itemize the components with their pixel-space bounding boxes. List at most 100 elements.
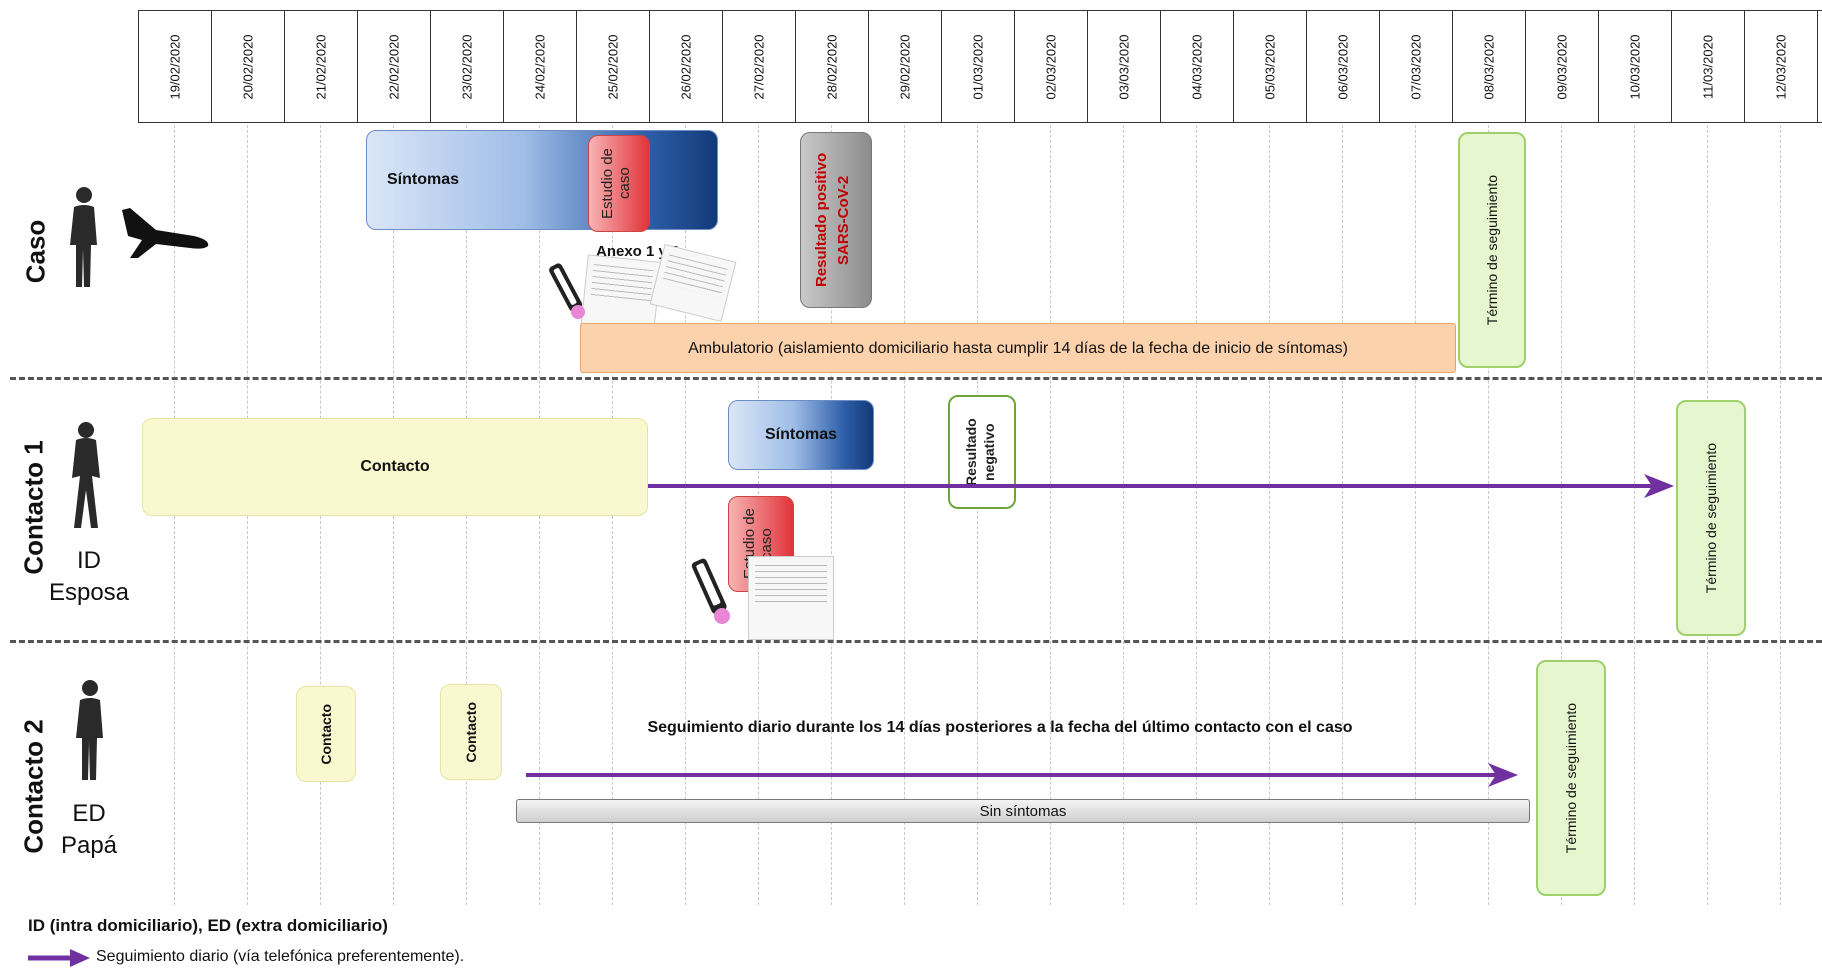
person-icon: [72, 422, 100, 528]
contacto1-sublabel-line2: Esposa: [48, 579, 130, 606]
date-label: 02/03/2020: [1043, 33, 1059, 100]
date-header: 19/02/2020 20/02/2020 21/02/2020 22/02/2020…: [138, 10, 1822, 123]
contacto2-contacto-b-label: Contacto: [463, 701, 479, 763]
contacto1-termino-label: Término de seguimiento: [1703, 442, 1719, 594]
contacto1-sintomas-label: Síntomas: [764, 426, 837, 443]
date-label: 21/02/2020: [313, 33, 329, 100]
person-icon: [76, 680, 103, 780]
row-separator: [10, 377, 1822, 380]
day-gridline: [977, 125, 978, 905]
date-label: 19/02/2020: [167, 33, 183, 100]
caso-termino-label: Término de seguimiento: [1484, 174, 1500, 326]
day-gridline: [1342, 125, 1343, 905]
date-label: 07/03/2020: [1408, 33, 1424, 100]
contacto2-contacto-a-label: Contacto: [318, 703, 334, 765]
day-gridline: [1488, 125, 1489, 905]
day-gridline: [1196, 125, 1197, 905]
date-cell: 08/03/2020: [1453, 11, 1526, 122]
date-label: 28/02/2020: [824, 33, 840, 100]
date-cell: 10/03/2020: [1599, 11, 1672, 122]
arrow-icon: [526, 763, 1518, 787]
date-cell: 03/03/2020: [1088, 11, 1161, 122]
date-cell: 28/02/2020: [796, 11, 869, 122]
date-label: 03/03/2020: [1116, 33, 1132, 100]
day-gridline: [1634, 125, 1635, 905]
date-label: 24/02/2020: [532, 33, 548, 100]
date-cell: 29/02/2020: [869, 11, 942, 122]
date-cell: 11/03/2020: [1672, 11, 1745, 122]
contacto2-contacto-b-box: Contacto: [440, 684, 502, 780]
date-cell: 09/03/2020: [1526, 11, 1599, 122]
date-label: 12/03/2020: [1773, 33, 1789, 100]
date-label: 05/03/2020: [1262, 33, 1278, 100]
date-cell: 27/02/2020: [723, 11, 796, 122]
date-label: 09/03/2020: [1554, 33, 1570, 100]
date-cell: 07/03/2020: [1380, 11, 1453, 122]
date-label: 01/03/2020: [970, 33, 986, 100]
caso-ambulatorio-bar: Ambulatorio (aislamiento domiciliario ha…: [580, 323, 1456, 373]
contacto1-sintomas-bar: Síntomas: [728, 400, 874, 470]
document-icon: [748, 556, 834, 640]
date-cell: 21/02/2020: [285, 11, 358, 122]
date-cell: 26/02/2020: [650, 11, 723, 122]
day-gridline: [1561, 125, 1562, 905]
contacto2-sublabel: ED Papá: [44, 798, 134, 862]
date-cell: 06/03/2020: [1307, 11, 1380, 122]
date-label: 26/02/2020: [678, 33, 694, 100]
caso-estudio-box: Estudio de caso: [588, 135, 650, 232]
date-label: 20/02/2020: [240, 33, 256, 100]
date-cell: 19/02/2020: [139, 11, 212, 122]
date-cell: 25/02/2020: [577, 11, 650, 122]
day-gridline: [1415, 125, 1416, 905]
airplane-icon: [122, 208, 209, 258]
contacto2-sublabel-line1: ED: [72, 800, 106, 827]
date-label: 11/03/2020: [1700, 34, 1716, 99]
legend-abbreviations: ID (intra domiciliario), ED (extra domic…: [28, 916, 388, 935]
contacto2-sin-sintomas-bar: Sin síntomas: [516, 799, 1530, 823]
caso-sintomas-bar: Síntomas: [366, 130, 718, 230]
date-cell: 04/03/2020: [1161, 11, 1234, 122]
date-label: 29/02/2020: [897, 33, 913, 100]
arrow-icon: [648, 474, 1674, 498]
date-label: 08/03/2020: [1481, 33, 1497, 100]
contacto2-sin-sintomas-label: Sin síntomas: [979, 802, 1067, 820]
contacto1-sublabel-line1: ID: [77, 547, 101, 574]
contacto2-seguimiento-label: Seguimiento diario durante los 14 días p…: [647, 719, 1353, 736]
day-gridline: [1780, 125, 1781, 905]
caso-anexo-label: Anexo 1 y 3: [596, 243, 680, 260]
date-cell: 12/03/2020: [1745, 11, 1818, 122]
day-gridline: [685, 125, 686, 905]
date-cell: 24/02/2020: [504, 11, 577, 122]
date-cell: 01/03/2020: [942, 11, 1015, 122]
date-cell: 23/02/2020: [431, 11, 504, 122]
test-tube-icon: [691, 558, 730, 624]
contacto1-resultado-box: Resultado negativo: [948, 395, 1016, 509]
arrow-icon: [28, 949, 90, 967]
date-label: 06/03/2020: [1335, 33, 1351, 100]
date-label: 25/02/2020: [605, 33, 621, 100]
caso-estudio-label: Estudio de caso: [599, 148, 633, 219]
caso-resultado-box: Resultado positivo SARS-CoV-2: [800, 132, 872, 308]
row-separator: [10, 640, 1822, 643]
person-icon: [70, 187, 97, 287]
day-gridline: [831, 125, 832, 905]
test-tube-icon: [549, 263, 585, 319]
caso-ambulatorio-label: Ambulatorio (aislamiento domiciliario ha…: [688, 339, 1348, 357]
contacto1-sublabel: ID Esposa: [44, 545, 134, 609]
contacto2-termino-label: Término de seguimiento: [1563, 702, 1579, 854]
day-gridline: [1269, 125, 1270, 905]
document-icon: [580, 254, 662, 334]
caso-termino-box: Término de seguimiento: [1458, 132, 1526, 368]
contacto2-contacto-a-box: Contacto: [296, 686, 356, 782]
date-cell: 05/03/2020: [1234, 11, 1307, 122]
date-cell: 02/03/2020: [1015, 11, 1088, 122]
caso-sintomas-label: Síntomas: [387, 171, 460, 188]
contacto1-termino-box: Término de seguimiento: [1676, 400, 1746, 636]
contacto1-contacto-bar: Contacto: [142, 418, 648, 516]
date-cell: 20/02/2020: [212, 11, 285, 122]
date-label: 10/03/2020: [1627, 33, 1643, 100]
date-label: 22/02/2020: [386, 33, 402, 100]
contacto2-termino-box: Término de seguimiento: [1536, 660, 1606, 896]
day-gridline: [1050, 125, 1051, 905]
legend-arrow-label: Seguimiento diario (vía telefónica prefe…: [96, 948, 465, 965]
